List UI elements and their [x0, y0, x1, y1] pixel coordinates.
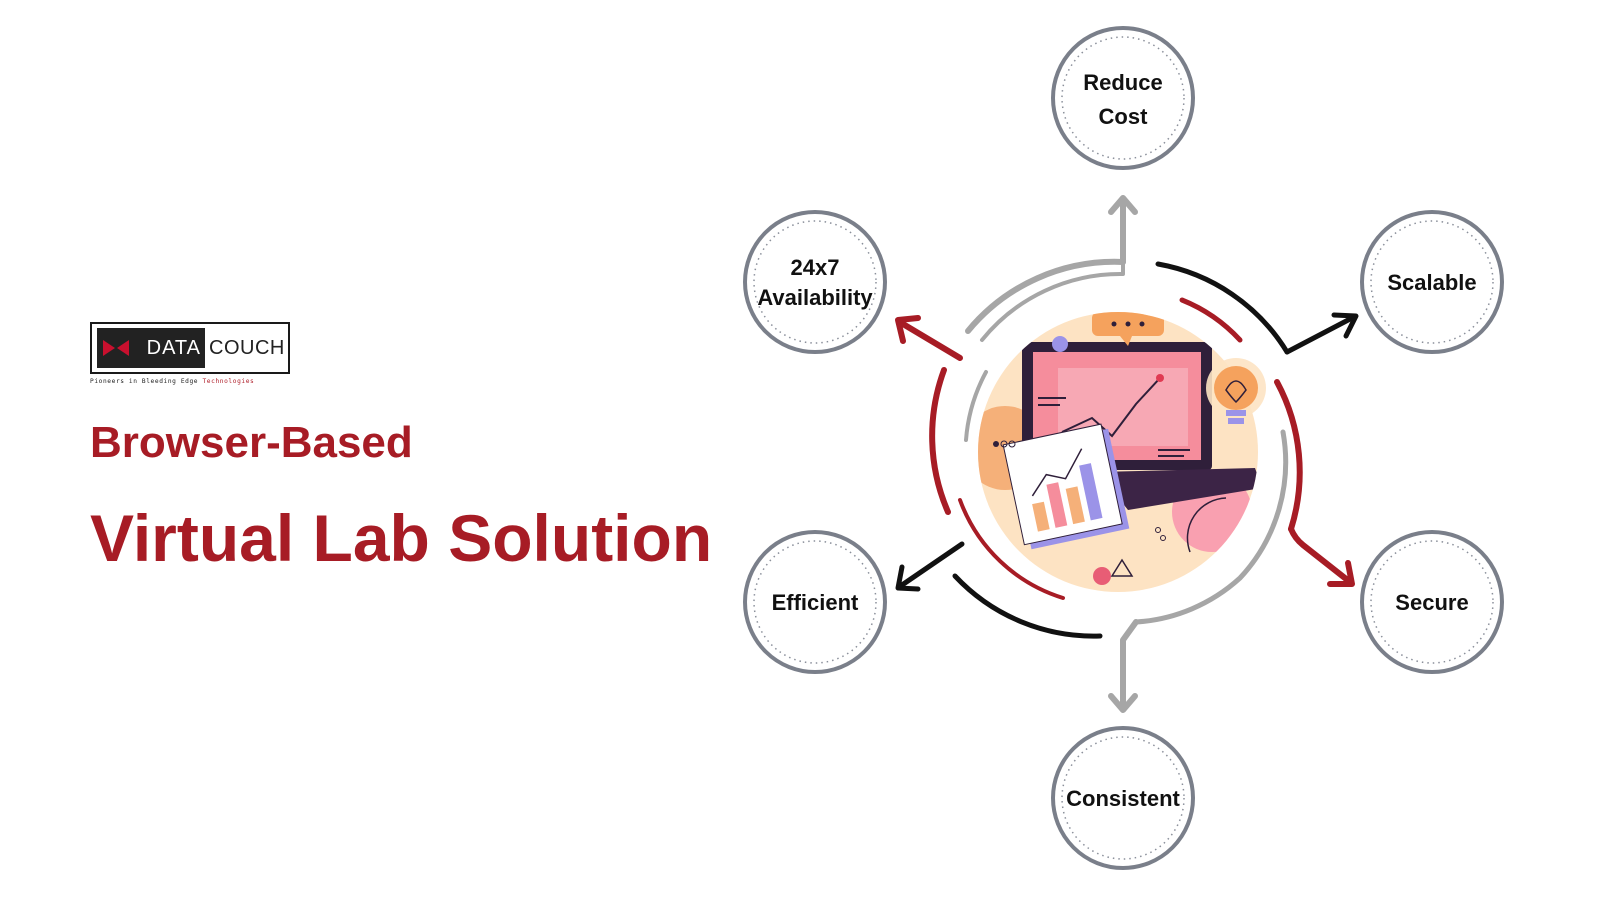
ring-arc-black-top — [1155, 261, 1290, 355]
node-availability: 24x7 Availability — [743, 210, 887, 354]
node-label-scalable: Scalable — [1387, 270, 1476, 295]
ring-arc-gray-top-inner — [980, 260, 1125, 342]
decor-dot — [1000, 440, 1008, 448]
laptop-analytics-illustration — [978, 312, 1266, 592]
node-circle — [743, 210, 887, 354]
node-dotted-ring — [1061, 736, 1185, 860]
node-label-consistent: Consistent — [1066, 786, 1180, 811]
heading-line-2: Virtual Lab Solution — [90, 501, 713, 575]
report-bar — [1032, 501, 1050, 532]
laptop-keyboard — [1098, 468, 1258, 510]
datacouch-logo: DATA COUCH Pioneers in Bleeding Edge Tec… — [90, 322, 294, 385]
arrow-to-availability — [895, 315, 963, 361]
chat-dot — [1125, 321, 1131, 327]
logo-frame: DATA COUCH — [90, 322, 290, 374]
report-bar — [1065, 486, 1085, 525]
node-label-reduce: Reduce — [1083, 70, 1162, 95]
decor-circle — [1093, 567, 1111, 585]
lightbulb-icon — [1206, 358, 1266, 424]
node-dotted-ring — [753, 220, 877, 344]
logo-x-icon — [103, 340, 129, 356]
node-circle — [1360, 530, 1504, 674]
ring-arc-gray-bottom — [1133, 429, 1289, 625]
logo-tagline: Pioneers in Bleeding Edge Technologies — [90, 378, 294, 385]
ring-arc-black-bottom — [952, 573, 1103, 639]
arrow-to-reduce-cost — [1108, 195, 1138, 265]
decor-dot — [1008, 440, 1016, 448]
arrow-to-scalable — [1284, 312, 1359, 355]
display-line-chart — [1061, 377, 1161, 438]
report-card-paper — [1002, 423, 1123, 546]
node-label-cost: Cost — [1099, 104, 1149, 129]
report-bar — [1079, 463, 1103, 521]
node-efficient: Efficient — [743, 530, 887, 674]
decor-circle — [1052, 336, 1068, 352]
decor-dot — [993, 441, 999, 447]
decor-dot — [1160, 535, 1166, 541]
report-bar — [1046, 482, 1068, 528]
logo-dark-block: DATA — [97, 328, 205, 368]
tagline-main: Pioneers in Bleeding Edge — [90, 378, 203, 385]
node-scalable: Scalable — [1360, 210, 1504, 354]
heading-line-1: Browser-Based — [90, 418, 413, 467]
node-circle — [1360, 210, 1504, 354]
node-secure: Secure — [1360, 530, 1504, 674]
ring-arc-gray-top — [965, 258, 1126, 334]
logo-text-couch: COUCH — [209, 336, 285, 359]
report-trend-line — [1031, 448, 1083, 497]
node-label-availability: Availability — [757, 285, 873, 310]
tagline-accent: Technologies — [202, 378, 255, 385]
chat-bubble-tail — [1120, 336, 1132, 346]
decor-dot — [1155, 527, 1161, 533]
node-dotted-ring — [1061, 36, 1185, 160]
chat-dot — [1111, 321, 1117, 327]
node-dotted-ring — [1370, 540, 1494, 664]
node-label-secure: Secure — [1395, 590, 1468, 615]
outer-ring — [929, 258, 1303, 639]
node-consistent: Consistent — [1051, 726, 1195, 870]
decor-triangle — [1110, 558, 1134, 577]
ring-arc-gray-left — [964, 370, 988, 442]
decor-arc — [1186, 497, 1227, 553]
node-circle — [1051, 26, 1195, 170]
report-card — [1002, 423, 1130, 550]
node-label-24x7: 24x7 — [791, 255, 840, 280]
arrow-to-secure — [1288, 526, 1355, 587]
ring-arc-red-bottom — [958, 498, 1065, 600]
chart-point — [1156, 374, 1164, 382]
node-dotted-ring — [753, 540, 877, 664]
arrow-to-efficient — [895, 541, 965, 592]
node-dotted-ring — [1370, 220, 1494, 344]
ring-arc-red-left — [929, 367, 951, 515]
node-label-efficient: Efficient — [772, 590, 859, 615]
logo-text-data: DATA — [146, 336, 201, 359]
arrow-to-consistent — [1108, 619, 1139, 713]
node-circle — [743, 530, 887, 674]
node-reduce-cost: Reduce Cost — [1051, 26, 1195, 170]
connector-arrows — [895, 195, 1359, 713]
ring-arc-red-right — [1274, 379, 1303, 532]
node-circle — [1051, 726, 1195, 870]
chat-dot — [1139, 321, 1145, 327]
ring-arc-red-top — [1179, 297, 1243, 343]
